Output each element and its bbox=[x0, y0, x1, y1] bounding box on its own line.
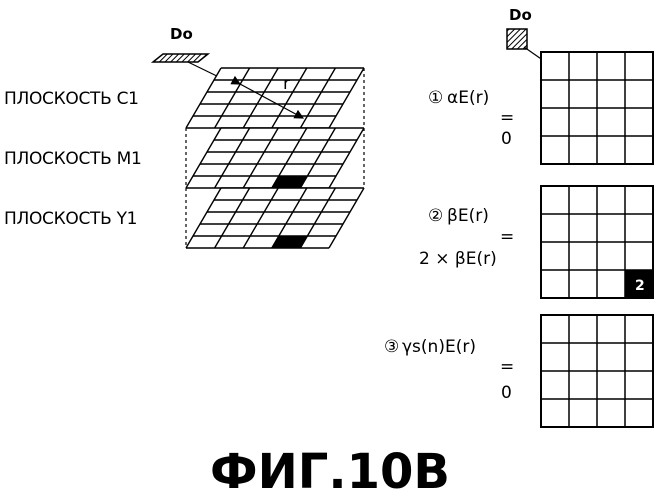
matrix-3-relation: = bbox=[500, 357, 514, 377]
plane-c1 bbox=[186, 68, 364, 128]
plane-m1 bbox=[186, 128, 364, 188]
dot-label-left: Do bbox=[170, 25, 193, 43]
matrix-2-cell-value: 2 bbox=[635, 278, 645, 294]
plane-c1-label: ПЛОСКОСТЬ C1 bbox=[4, 89, 139, 109]
distance-label: r bbox=[283, 74, 290, 94]
matrix-1-labels: ① αE(r) = 0 bbox=[428, 88, 514, 149]
matrix-3-marker: ③ bbox=[384, 337, 399, 357]
matrix-1-relation: = bbox=[500, 108, 514, 128]
matrix-column: 2 bbox=[541, 52, 653, 427]
matrix-3-result: 0 bbox=[501, 383, 512, 403]
matrix-2-formula: βE(r) bbox=[447, 206, 489, 226]
plane-y1 bbox=[186, 188, 364, 248]
matrix-1-marker: ① bbox=[428, 88, 443, 108]
matrix-2-result: 2 × βE(r) bbox=[419, 249, 497, 269]
dot-marker-left: Do bbox=[153, 25, 225, 80]
matrix-2-marker: ② bbox=[428, 206, 443, 226]
plane-m1-label: ПЛОСКОСТЬ M1 bbox=[4, 149, 141, 169]
matrix-1-result: 0 bbox=[501, 129, 512, 149]
matrix-3-labels: ③ γs(n)E(r) = 0 bbox=[384, 337, 514, 403]
plane-y1-label: ПЛОСКОСТЬ Y1 bbox=[4, 209, 137, 229]
matrix-3-formula: γs(n)E(r) bbox=[402, 337, 476, 357]
dot-label-right: Do bbox=[509, 6, 532, 24]
matrix-2: 2 bbox=[541, 186, 653, 298]
figure-caption: ФИГ.10B bbox=[210, 444, 450, 500]
matrix-1-formula: αE(r) bbox=[447, 88, 489, 108]
matrix-2-relation: = bbox=[500, 227, 514, 247]
matrix-2-labels: ② βE(r) = 2 × βE(r) bbox=[419, 206, 514, 269]
matrix-3 bbox=[541, 315, 653, 427]
matrix-1 bbox=[541, 52, 653, 164]
plane-stack bbox=[186, 68, 364, 248]
